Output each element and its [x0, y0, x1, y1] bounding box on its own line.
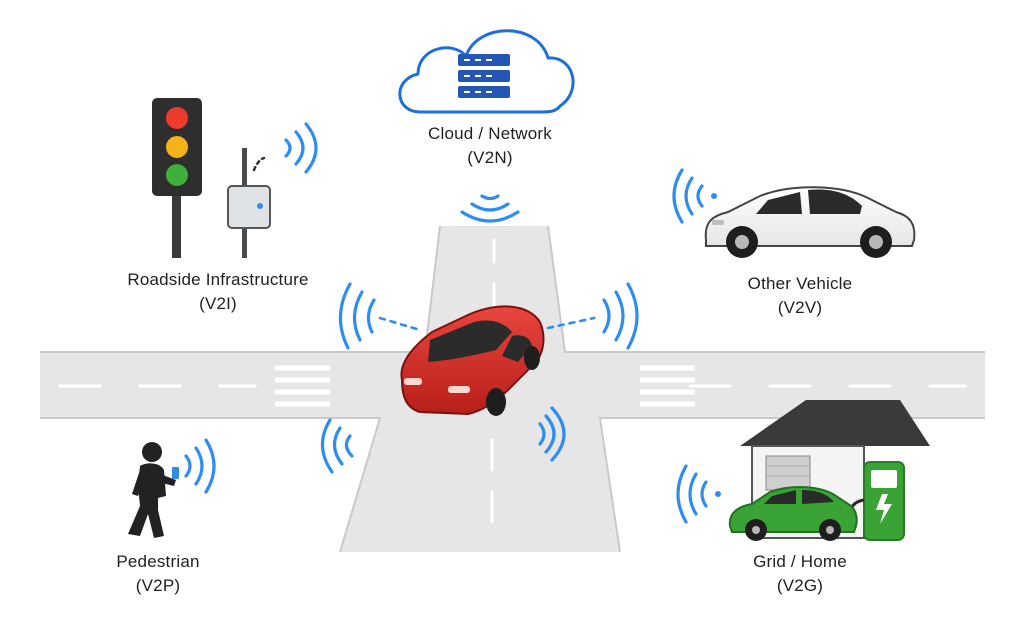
cloud-code: (V2N) [467, 148, 513, 167]
grid-title: Grid / Home [753, 552, 847, 571]
wireless-signal-icon [546, 282, 639, 350]
pedestrian-icon [128, 442, 179, 538]
grid-code: (V2G) [776, 576, 824, 595]
pedestrian-code: (V2P) [135, 576, 181, 595]
wireless-signal-icon [184, 438, 216, 494]
wireless-signal-icon [320, 418, 354, 474]
vehicle-code: (V2V) [777, 298, 823, 317]
wireless-signal-icon [676, 464, 721, 524]
cloud-title: Cloud / Network [428, 124, 552, 143]
wireless-signal-icon [338, 282, 422, 350]
roadside-code: (V2I) [199, 294, 237, 313]
server-icon [458, 54, 510, 98]
car-icon [728, 486, 858, 541]
roadside-label: Roadside Infrastructure (V2I) [98, 268, 338, 316]
vehicle-title: Other Vehicle [747, 274, 853, 293]
wireless-signal-icon [538, 406, 566, 462]
pedestrian-label: Pedestrian (V2P) [98, 550, 218, 598]
traffic-light-icon [152, 98, 202, 258]
ev-charger-icon [846, 461, 905, 541]
wireless-signal-icon [284, 122, 318, 174]
wireless-signal-icon [460, 194, 520, 223]
cloud-label: Cloud / Network (V2N) [390, 122, 590, 170]
pedestrian-title: Pedestrian [116, 552, 200, 571]
wireless-signal-icon [672, 168, 717, 224]
vehicle-label: Other Vehicle (V2V) [720, 272, 880, 320]
roadside-unit-icon [227, 148, 271, 258]
roadside-title: Roadside Infrastructure [127, 270, 309, 289]
grid-label: Grid / Home (V2G) [720, 550, 880, 598]
car-icon [704, 186, 916, 258]
car-icon [400, 305, 545, 416]
